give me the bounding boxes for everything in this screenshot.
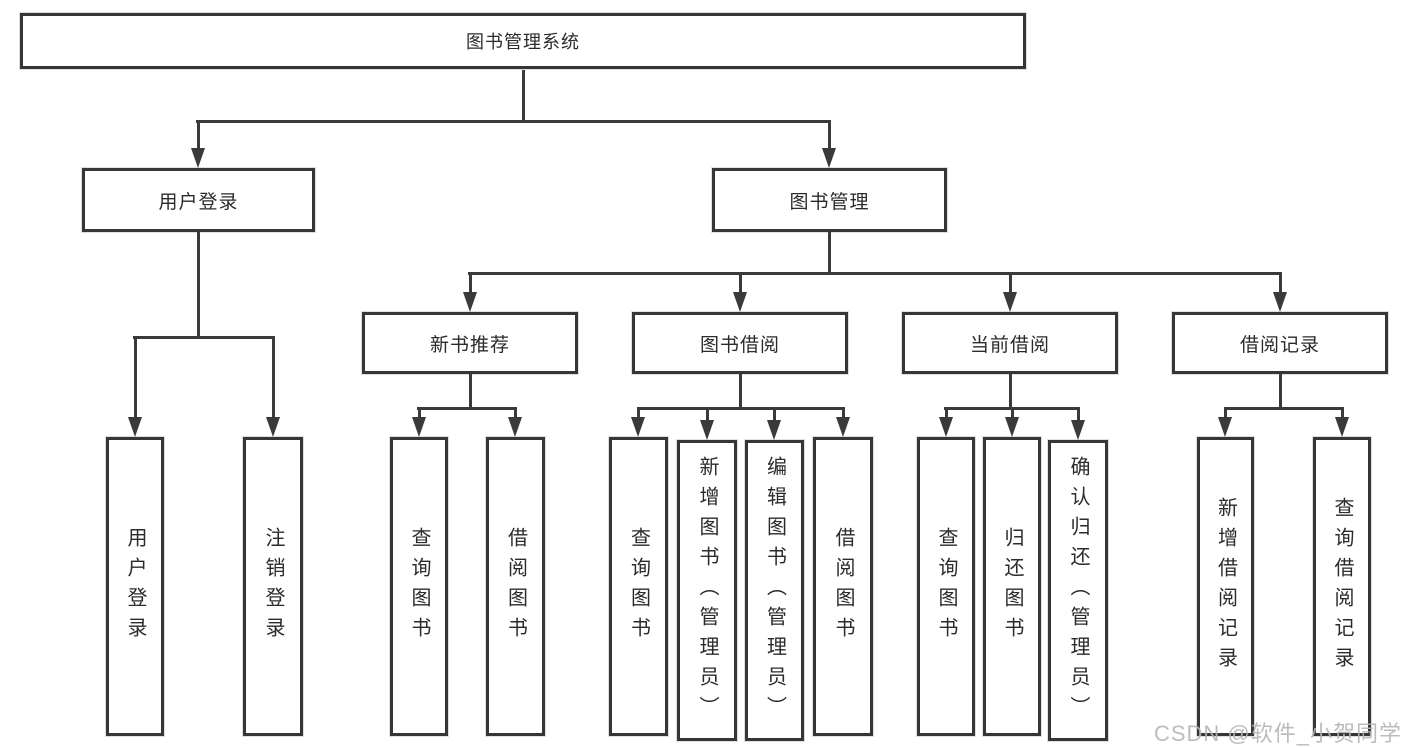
leaf-logout: 注销登录 xyxy=(243,437,303,736)
leaf-return-books: 归还图书 xyxy=(983,437,1041,736)
arrowhead-icon xyxy=(1003,292,1017,312)
connector-line xyxy=(197,120,200,148)
node-new-book-recommend: 新书推荐 xyxy=(362,312,578,374)
connector-line xyxy=(417,407,517,410)
leaf-return-books-label: 归还图书 xyxy=(1001,526,1023,647)
node-borrowing-records: 借阅记录 xyxy=(1172,312,1388,374)
connector-line xyxy=(469,374,472,407)
connector-line xyxy=(706,407,709,420)
node-user-login-group-label: 用户登录 xyxy=(158,191,239,213)
connector-line xyxy=(1279,374,1282,407)
connector-line xyxy=(1077,407,1080,420)
arrowhead-icon xyxy=(1218,417,1232,437)
leaf-query-borrow-record: 查询借阅记录 xyxy=(1313,437,1371,736)
leaf-user-login: 用户登录 xyxy=(106,437,164,736)
csdn-watermark: CSDN @软件_小贺同学 xyxy=(1153,721,1402,746)
arrowhead-icon xyxy=(836,417,850,437)
leaf-current-query-books-label: 查询图书 xyxy=(935,526,957,647)
leaf-logout-label: 注销登录 xyxy=(262,526,284,647)
arrowhead-icon xyxy=(463,292,477,312)
arrowhead-icon xyxy=(767,420,781,440)
leaf-user-login-label: 用户登录 xyxy=(124,526,146,647)
node-root: 图书管理系统 xyxy=(20,13,1026,69)
node-current-borrowing: 当前借阅 xyxy=(902,312,1118,374)
node-current-borrowing-label: 当前借阅 xyxy=(969,334,1050,356)
connector-line xyxy=(828,120,831,148)
connector-line xyxy=(522,70,525,120)
connector-line xyxy=(842,407,845,417)
arrowhead-icon xyxy=(822,148,836,168)
connector-line xyxy=(133,336,275,339)
node-book-borrowing: 图书借阅 xyxy=(632,312,848,374)
arrowhead-icon xyxy=(412,417,426,437)
connector-line xyxy=(945,407,948,417)
node-book-management-label: 图书管理 xyxy=(789,191,870,213)
arrowhead-icon xyxy=(939,417,953,437)
leaf-add-book-admin-label: 新增图书（管理员） xyxy=(696,455,718,726)
node-user-login-group: 用户登录 xyxy=(82,168,315,232)
arrowhead-icon xyxy=(508,417,522,437)
connector-line xyxy=(637,407,844,410)
arrowhead-icon xyxy=(1071,420,1085,440)
connector-line xyxy=(773,407,776,420)
leaf-borrow-query-books: 查询图书 xyxy=(609,437,668,736)
connector-line xyxy=(1011,407,1014,417)
arrowhead-icon xyxy=(631,417,645,437)
leaf-edit-book-admin: 编辑图书（管理员） xyxy=(745,440,804,741)
arrowhead-icon xyxy=(700,420,714,440)
connector-line xyxy=(272,336,275,417)
connector-line xyxy=(196,120,831,123)
connector-line xyxy=(418,407,421,417)
leaf-confirm-return-admin: 确认归还（管理员） xyxy=(1048,440,1108,741)
leaf-query-borrow-record-label: 查询借阅记录 xyxy=(1331,496,1353,677)
leaf-current-query-books: 查询图书 xyxy=(917,437,975,736)
arrowhead-icon xyxy=(733,292,747,312)
leaf-add-borrow-record: 新增借阅记录 xyxy=(1197,437,1254,736)
leaf-borrow-borrow-books-label: 借阅图书 xyxy=(832,526,854,647)
leaf-newbook-query-books-label: 查询图书 xyxy=(408,526,430,647)
leaf-add-book-admin: 新增图书（管理员） xyxy=(677,440,737,741)
node-root-label: 图书管理系统 xyxy=(466,32,580,52)
connector-line xyxy=(739,272,742,292)
arrowhead-icon xyxy=(1005,417,1019,437)
connector-line xyxy=(134,336,137,417)
node-new-book-recommend-label: 新书推荐 xyxy=(429,334,510,356)
leaf-borrow-query-books-label: 查询图书 xyxy=(627,526,650,647)
connector-line xyxy=(1279,272,1282,292)
connector-line xyxy=(469,272,472,292)
connector-line xyxy=(1009,374,1012,407)
arrowhead-icon xyxy=(1273,292,1287,312)
node-borrowing-records-label: 借阅记录 xyxy=(1239,334,1320,356)
node-book-management: 图书管理 xyxy=(712,168,947,232)
leaf-add-borrow-record-label: 新增借阅记录 xyxy=(1214,496,1237,677)
leaf-newbook-borrow-books-label: 借阅图书 xyxy=(504,526,527,647)
arrowhead-icon xyxy=(128,417,142,437)
connector-line xyxy=(468,272,1282,275)
connector-line xyxy=(197,232,200,336)
connector-line xyxy=(514,407,517,417)
leaf-edit-book-admin-label: 编辑图书（管理员） xyxy=(763,455,786,726)
arrowhead-icon xyxy=(1335,417,1349,437)
connector-line xyxy=(1341,407,1344,417)
arrowhead-icon xyxy=(266,417,280,437)
connector-line xyxy=(1224,407,1343,410)
leaf-confirm-return-admin-label: 确认归还（管理员） xyxy=(1067,455,1089,726)
leaf-newbook-query-books: 查询图书 xyxy=(390,437,448,736)
connector-line xyxy=(637,407,640,417)
node-book-borrowing-label: 图书借阅 xyxy=(699,334,780,356)
connector-line xyxy=(739,374,742,407)
connector-line xyxy=(828,232,831,272)
connector-line xyxy=(1224,407,1227,417)
arrowhead-icon xyxy=(191,148,205,168)
connector-line xyxy=(1009,272,1012,292)
leaf-newbook-borrow-books: 借阅图书 xyxy=(486,437,545,736)
leaf-borrow-borrow-books: 借阅图书 xyxy=(813,437,873,736)
